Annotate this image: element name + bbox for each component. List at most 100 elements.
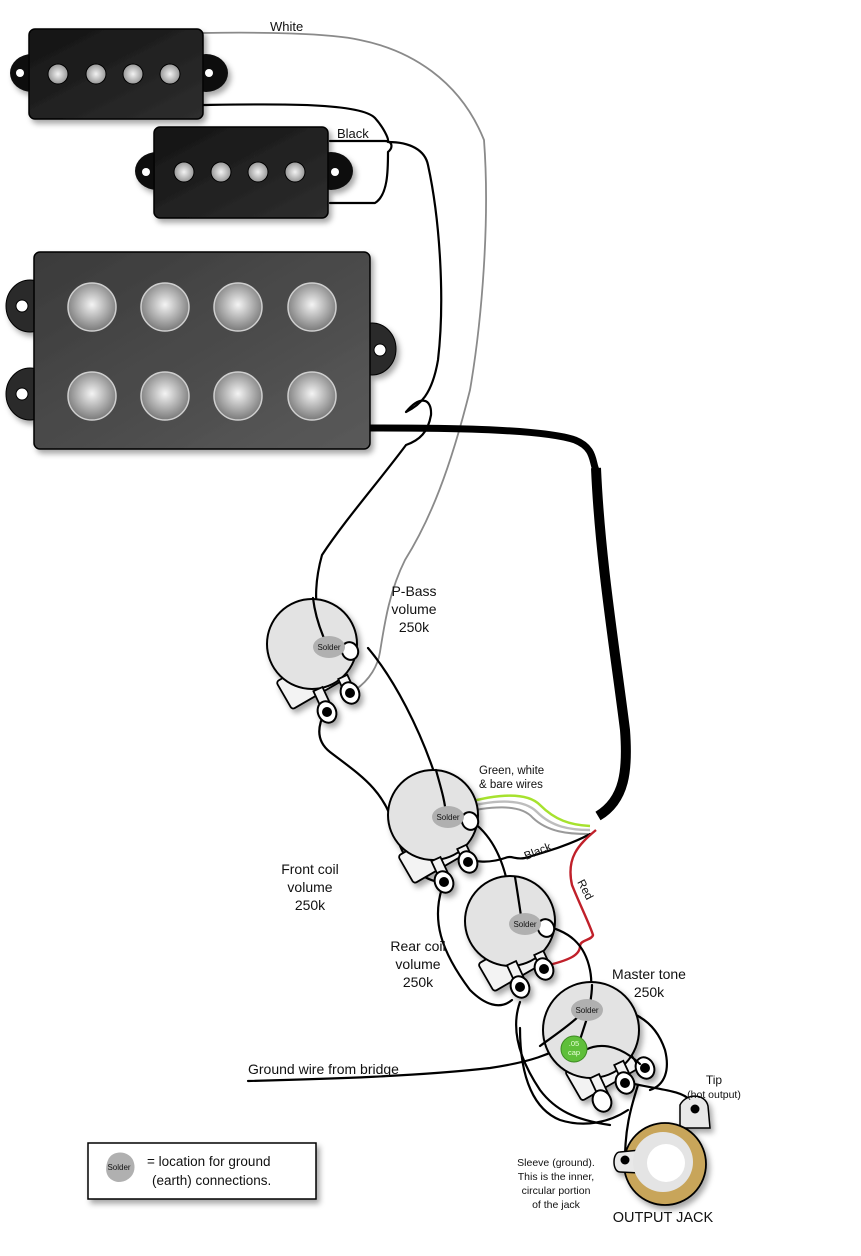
pot-lug xyxy=(536,918,556,938)
svg-text:250k: 250k xyxy=(295,897,326,913)
svg-text:Front coil: Front coil xyxy=(281,861,339,877)
pole-piece xyxy=(284,161,306,183)
pickup-cover xyxy=(33,251,371,450)
screw-hole xyxy=(373,343,387,357)
svg-text:Green, white: Green, white xyxy=(479,765,544,777)
pole-piece xyxy=(47,63,69,85)
pot-rear-coil-volume xyxy=(464,875,556,999)
ground-wire-bridge xyxy=(246,1038,577,1083)
svg-text:Rear coil: Rear coil xyxy=(390,938,445,954)
pole-piece xyxy=(85,63,107,85)
label-pbass-volume: P-Bass volume 250k xyxy=(391,583,436,635)
label-master-tone: Master tone 250k xyxy=(612,966,686,1000)
rear-lug-loop xyxy=(515,1000,612,1127)
screw-hole xyxy=(15,387,29,401)
pole-piece xyxy=(173,161,195,183)
pot-lug xyxy=(460,811,480,831)
capacitor-value: .05 xyxy=(569,1039,579,1048)
label-sleeve: Sleeve (ground). This is the inner, circ… xyxy=(517,1157,595,1211)
svg-text:Sleeve (ground).: Sleeve (ground). xyxy=(517,1157,595,1169)
screw-hole xyxy=(142,168,150,176)
label-ground-wire-bridge: Ground wire from bridge xyxy=(248,1061,399,1077)
pole-piece xyxy=(247,161,269,183)
svg-text:& bare wires: & bare wires xyxy=(479,779,543,791)
pot-lug xyxy=(312,685,338,724)
pot-lug xyxy=(337,673,361,705)
p-bass-pickup-upper xyxy=(10,28,228,120)
black-wire-upper xyxy=(201,103,390,142)
white-bundle-wire xyxy=(454,800,591,832)
label-white-wire: White xyxy=(270,19,303,34)
svg-text:Master tone: Master tone xyxy=(612,966,686,982)
pole-piece xyxy=(210,161,232,183)
pole-pieces xyxy=(173,161,306,183)
pot-lug xyxy=(340,641,360,661)
humbucker-cable xyxy=(369,424,600,472)
legend-text-line1: = location for ground xyxy=(147,1154,270,1169)
front-lug-loop xyxy=(436,886,514,1007)
label-front-coil-volume: Front coil volume 250k xyxy=(281,861,339,913)
label-rear-coil-volume: Rear coil volume 250k xyxy=(390,938,445,990)
pot-body xyxy=(266,598,358,690)
label-output-jack: OUTPUT JACK xyxy=(613,1210,714,1226)
legend-box xyxy=(87,1142,317,1200)
svg-text:of the jack: of the jack xyxy=(532,1199,581,1211)
tone-capacitor: .05 cap xyxy=(560,1035,588,1063)
svg-text:Tip: Tip xyxy=(706,1073,723,1087)
svg-text:volume: volume xyxy=(395,956,440,972)
pole-piece xyxy=(122,63,144,85)
svg-text:250k: 250k xyxy=(399,619,430,635)
green-wire xyxy=(454,794,591,828)
svg-text:This is the inner,: This is the inner, xyxy=(518,1171,594,1183)
pot-lug xyxy=(634,1056,656,1080)
solder-blob-tone: Solder xyxy=(571,999,603,1021)
svg-text:250k: 250k xyxy=(634,984,665,1000)
screw-hole xyxy=(205,69,213,77)
tone-loop-left xyxy=(518,1026,630,1125)
svg-text:P-Bass: P-Bass xyxy=(391,583,436,599)
label-green-white-bare: Green, white & bare wires xyxy=(479,765,544,791)
jack-sleeve-contact xyxy=(620,1155,630,1165)
solder-blob-rear: Solder xyxy=(509,913,541,935)
pole-piece xyxy=(159,63,181,85)
pot-lug xyxy=(456,843,479,874)
solder-label: Solder xyxy=(436,813,459,822)
p-bass-pickup-lower xyxy=(135,126,353,219)
humbucker-cable-lower xyxy=(591,467,631,821)
label-black-wire-mid: Black xyxy=(523,841,554,863)
pot-pbass-volume xyxy=(266,598,361,724)
bare-wire xyxy=(454,806,589,835)
solder-label: Solder xyxy=(575,1006,598,1015)
labels: White Black P-Bass volume 250k Green, wh… xyxy=(248,19,741,1226)
solder-label: Solder xyxy=(513,920,536,929)
svg-text:volume: volume xyxy=(391,601,436,617)
pole-piece xyxy=(140,371,190,421)
black-wire-mid xyxy=(460,832,592,863)
pole-piece xyxy=(67,371,117,421)
black-wire-long xyxy=(315,140,443,622)
screw-hole xyxy=(15,299,29,313)
pole-piece xyxy=(67,282,117,332)
solder-blob-front: Solder xyxy=(432,806,464,828)
solder-points: Solder Solder Solder Solder xyxy=(313,636,603,1021)
pot-lug xyxy=(505,959,531,999)
capacitor-label: cap xyxy=(568,1048,580,1057)
pickup-cover xyxy=(28,28,204,120)
svg-text:(hot output): (hot output) xyxy=(687,1089,741,1101)
pole-piece xyxy=(287,371,337,421)
screw-hole xyxy=(331,168,339,176)
pot-overlay-wires xyxy=(311,596,642,1066)
pickup-cover xyxy=(153,126,329,219)
pole-piece xyxy=(287,282,337,332)
svg-text:250k: 250k xyxy=(403,974,434,990)
output-jack xyxy=(613,1095,711,1206)
legend-solder-label: Solder xyxy=(107,1163,130,1172)
screw-hole xyxy=(16,69,24,77)
pot-lug xyxy=(430,855,455,894)
label-tip: Tip (hot output) xyxy=(687,1073,741,1101)
pot-lug xyxy=(588,1072,613,1113)
pole-pieces xyxy=(47,63,181,85)
label-black-wire-top: Black xyxy=(337,126,369,141)
red-wire xyxy=(544,829,597,968)
